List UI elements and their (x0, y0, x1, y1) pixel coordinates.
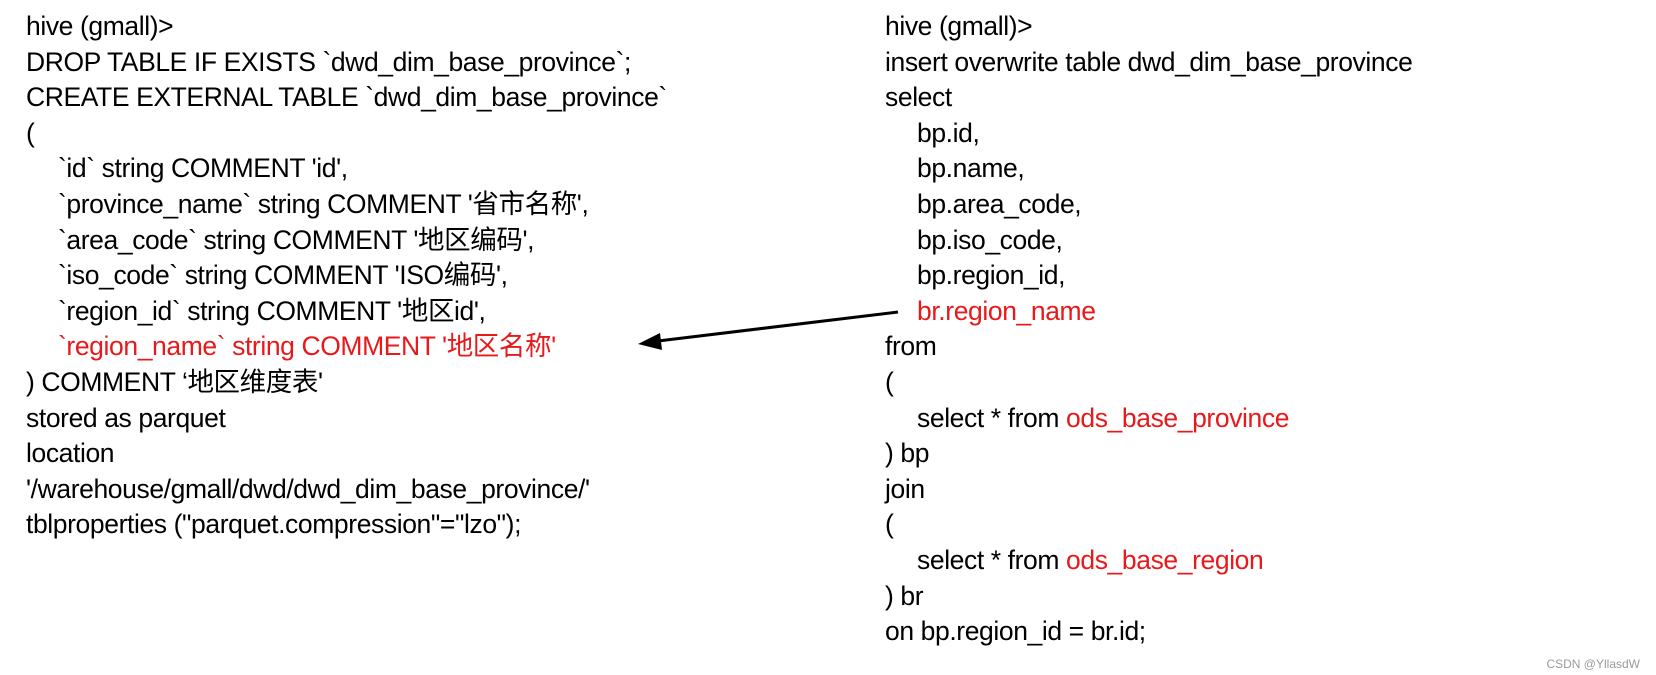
subquery-select-text: select * from (917, 402, 1067, 433)
code-line-alias-bp: ) bp (885, 438, 930, 469)
code-line-select: select (885, 82, 952, 113)
column-def-id: `id` string COMMENT 'id', (58, 153, 348, 184)
code-line-stored-as: stored as parquet (26, 402, 226, 433)
code-line-insert-overwrite: insert overwrite table dwd_dim_base_prov… (885, 46, 1413, 77)
select-column-bp-region-id: bp.region_id, (917, 260, 1066, 291)
code-line-tblproperties: tblproperties ("parquet.compression"="lz… (26, 509, 522, 540)
code-line-join: join (885, 473, 925, 504)
watermark: CSDN @YllasdW (1546, 657, 1640, 671)
code-line-open-paren: ( (26, 117, 35, 148)
select-column-br-region-name-highlighted: br.region_name (917, 295, 1096, 326)
select-column-bp-id: bp.id, (917, 117, 980, 148)
subquery-select-text: select * from (917, 544, 1067, 575)
code-line-location: location (26, 438, 115, 469)
code-line-alias-br: ) br (885, 580, 924, 611)
create-table-statement: hive (gmall)> DROP TABLE IF EXISTS `dwd_… (26, 9, 667, 543)
code-line-open-paren-2: ( (885, 509, 894, 540)
code-line-table-comment: ) COMMENT ‘地区维度表' (26, 366, 323, 397)
insert-statement: hive (gmall)> insert overwrite table dwd… (885, 9, 1413, 650)
code-line-prompt: hive (gmall)> (26, 11, 174, 41)
code-line-open-paren-1: ( (885, 366, 894, 397)
table-name-ods-base-region: ods_base_region (1066, 544, 1264, 575)
select-column-bp-area-code: bp.area_code, (917, 188, 1082, 219)
code-line-join-condition: on bp.region_id = br.id; (885, 616, 1146, 647)
code-line-drop-table: DROP TABLE IF EXISTS `dwd_dim_base_provi… (26, 46, 632, 77)
subquery-select-region: select * from ods_base_region (885, 543, 1412, 579)
code-line-location-path: '/warehouse/gmall/dwd/dwd_dim_base_provi… (26, 473, 590, 504)
column-def-region-name-highlighted: `region_name` string COMMENT '地区名称' (58, 331, 556, 362)
select-column-bp-iso-code: bp.iso_code, (917, 224, 1063, 255)
column-def-region-id: `region_id` string COMMENT '地区id', (58, 295, 486, 326)
subquery-select-province: select * from ods_base_province (885, 401, 1412, 437)
column-def-province-name: `province_name` string COMMENT '省市名称', (58, 188, 589, 219)
table-name-ods-base-province: ods_base_province (1066, 402, 1290, 433)
column-def-iso-code: `iso_code` string COMMENT 'ISO编码', (58, 260, 508, 291)
column-def-area-code: `area_code` string COMMENT '地区编码', (58, 224, 535, 255)
select-column-bp-name: bp.name, (917, 153, 1025, 184)
code-line-from: from (885, 331, 937, 362)
code-line-prompt: hive (gmall)> (885, 11, 1033, 41)
code-line-create-table: CREATE EXTERNAL TABLE `dwd_dim_base_prov… (26, 82, 667, 113)
arrow-shaft (657, 310, 899, 343)
